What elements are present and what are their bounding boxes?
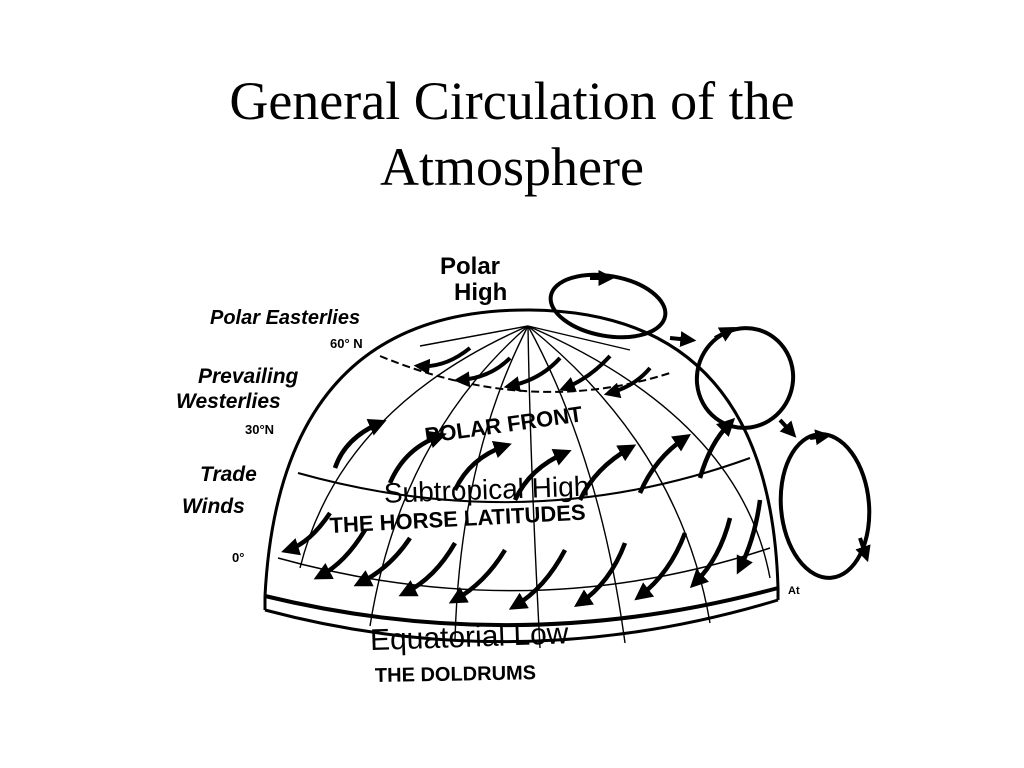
polar-high-label-2: High bbox=[454, 279, 507, 306]
slide-title: General Circulation of the Atmosphere bbox=[112, 68, 912, 200]
horse-latitudes-label: THE HORSE LATITUDES bbox=[329, 500, 586, 538]
westerly-arrows bbox=[332, 417, 736, 501]
prevailing-label: Prevailing bbox=[198, 365, 299, 388]
subtropical-line bbox=[297, 457, 751, 504]
ferrel-cell bbox=[694, 326, 796, 430]
subtropical-high-label: Subtropical High bbox=[383, 471, 589, 509]
westerlies-label: Westerlies bbox=[176, 390, 281, 413]
equatorial-low-label: Equatorial Low bbox=[369, 617, 569, 657]
polar-front-label: POLAR FRONT bbox=[423, 401, 584, 448]
polar-easterly-arrows bbox=[413, 346, 652, 399]
lat-60-label: 60° N bbox=[330, 336, 363, 351]
polar-easterlies-label: Polar Easterlies bbox=[210, 307, 360, 329]
winds-label: Winds bbox=[182, 495, 245, 518]
hadley-cell bbox=[778, 432, 872, 580]
polar-high-label-1: Polar bbox=[440, 253, 500, 280]
title-line-2: Atmosphere bbox=[380, 137, 644, 197]
right-edge-mark: At bbox=[788, 585, 800, 597]
trade-wind-arrows bbox=[281, 499, 763, 610]
trade-label: Trade bbox=[200, 463, 257, 486]
title-line-1: General Circulation of the bbox=[229, 71, 795, 131]
diagram-labels: Polar High Polar Easterlies 60° N Prevai… bbox=[176, 253, 800, 687]
lat-30-label: 30°N bbox=[245, 422, 274, 437]
doldrums-label: THE DOLDRUMS bbox=[375, 662, 536, 687]
lat-0-label: 0° bbox=[232, 550, 244, 565]
circulation-cells bbox=[548, 270, 872, 580]
circulation-diagram: Polar High Polar Easterlies 60° N Prevai… bbox=[176, 253, 872, 687]
equator-line bbox=[277, 547, 771, 592]
